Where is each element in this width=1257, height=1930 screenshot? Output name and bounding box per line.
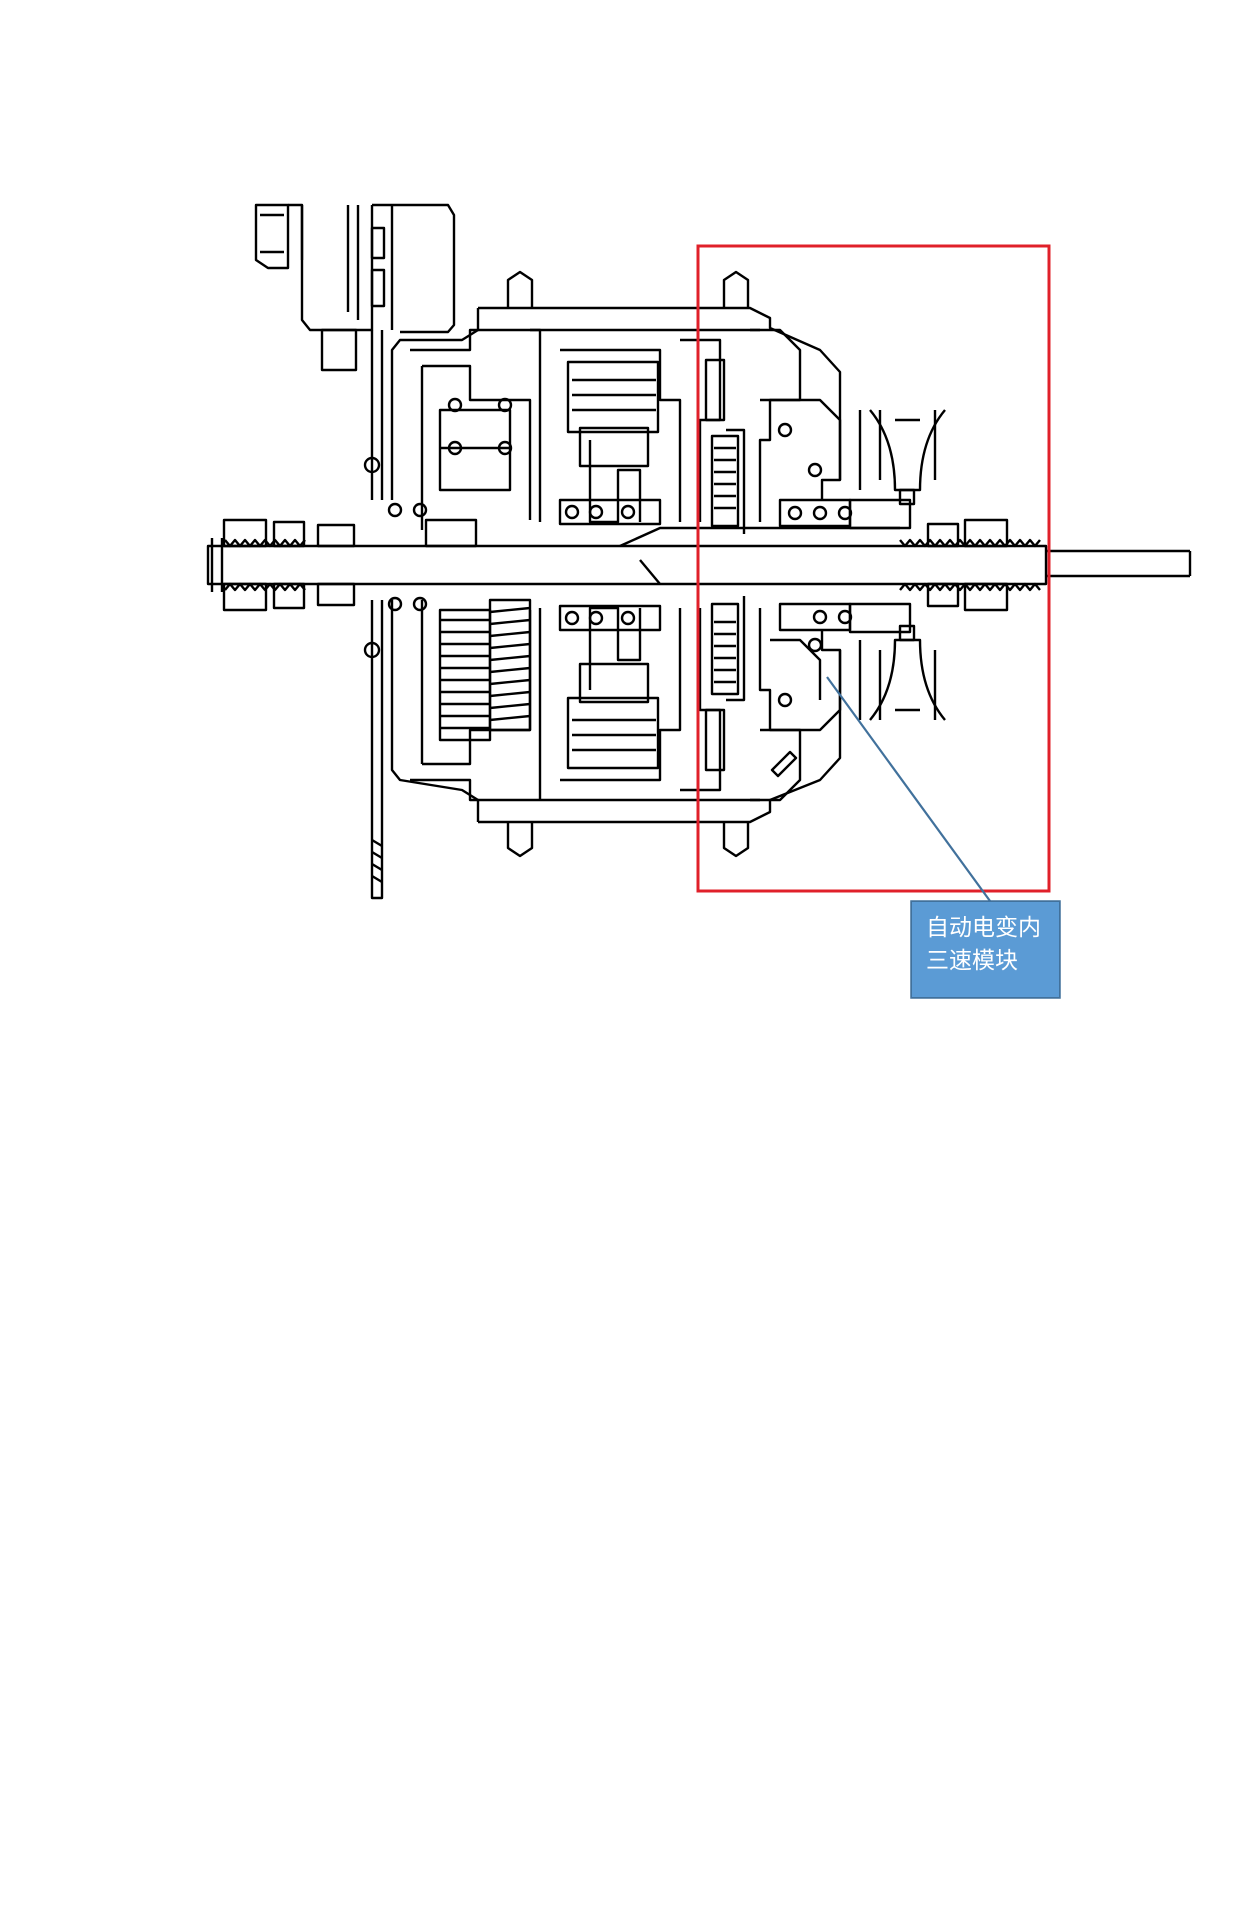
callout-line-2: 三速模块 [926,948,1018,974]
reduction-gear-stage [387,364,532,766]
motor-housing [390,270,842,858]
leader-line [826,676,991,902]
mounting-plate [363,330,384,900]
callout-label: 自动电变内 三速模块 [911,901,1060,998]
axle-shaft [206,518,1192,612]
highlight-frame [696,244,1051,893]
motor-stator [530,328,682,800]
three-speed-gear-module [680,328,912,802]
mechanical-section [206,203,1192,900]
torque-arm-bracket [254,203,456,372]
callout-line-1: 自动电变内 [926,915,1041,941]
sprocket-freewheel [858,409,946,721]
